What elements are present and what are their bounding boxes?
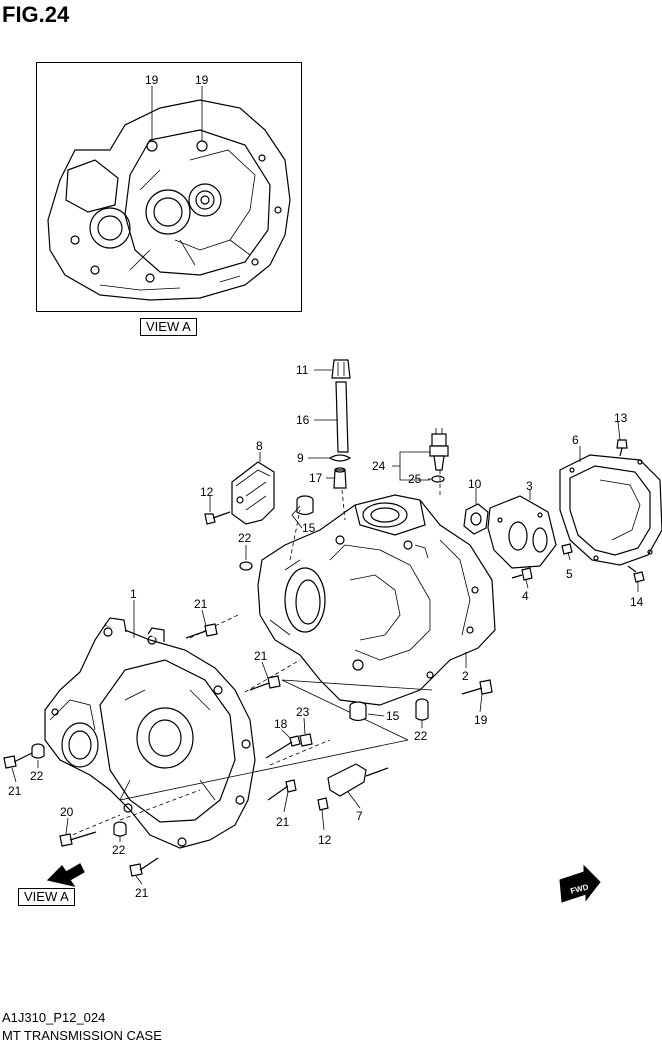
callout-label: 23 — [296, 705, 310, 719]
bracket-part-7 — [327, 763, 389, 797]
callout-label: 15 — [302, 521, 316, 535]
bracket-part-8 — [231, 461, 275, 525]
callout-label: 15 — [386, 709, 400, 723]
callout-label: 22 — [112, 843, 126, 857]
bolt-part-18 — [265, 735, 301, 759]
callout-label: 5 — [566, 567, 573, 581]
callout-label: 21 — [135, 886, 149, 900]
bolt-part-14 — [627, 565, 645, 583]
figure-code: A1J310_P12_024 — [2, 1010, 106, 1025]
callout-label: 4 — [522, 589, 529, 603]
section-indicator-lines — [119, 679, 433, 801]
callout-label: 16 — [296, 413, 310, 427]
fwd-arrow-icon: FWD — [559, 864, 601, 903]
bolt-part-19 — [461, 679, 493, 695]
bolt-part-20 — [59, 831, 97, 847]
callout-label: 20 — [60, 805, 74, 819]
figure-name: MT TRANSMISSION CASE — [2, 1028, 162, 1043]
bolt-part-5 — [561, 543, 573, 555]
callout-label: 1 — [130, 587, 137, 601]
dowel-pin-part-22 — [31, 743, 45, 759]
gasket-part-25 — [431, 475, 445, 483]
clutch-housing-part-1 — [44, 617, 256, 849]
callout-label: 24 — [372, 459, 386, 473]
callout-label: 14 — [630, 595, 644, 609]
plug-part-15 — [296, 495, 314, 516]
view-a-inset-frame — [36, 62, 302, 312]
side-cover-part-6 — [559, 454, 662, 566]
callout-label: 22 — [238, 531, 252, 545]
callout-label: 2 — [462, 669, 469, 683]
nut-part-23 — [299, 733, 313, 747]
bolt-part-21 — [267, 779, 297, 801]
clip-part-9 — [328, 454, 352, 462]
callout-label: 22 — [414, 729, 428, 743]
callout-label: 25 — [408, 472, 422, 486]
view-a-inset-label: VIEW A — [140, 318, 197, 336]
plate-part-3 — [487, 495, 557, 569]
dowel-pin-part-22 — [239, 561, 253, 571]
bolt-part-21 — [185, 623, 218, 639]
bolt-part-21 — [129, 857, 159, 877]
dowel-pin-part-22 — [113, 821, 127, 837]
inset-callout: 19 — [145, 73, 159, 87]
callout-label: 3 — [526, 479, 533, 493]
breather-cap-part-11 — [331, 359, 351, 379]
callout-leader-lines — [11, 369, 639, 885]
callout-label: 9 — [297, 451, 304, 465]
view-a-arrow-icon — [46, 863, 85, 887]
bolt-part-21 — [3, 751, 35, 769]
callout-label: 12 — [200, 485, 214, 499]
callout-label: 17 — [309, 471, 323, 485]
breather-pipe-part-17 — [333, 467, 347, 489]
view-a-arrow-label: VIEW A — [18, 888, 75, 906]
figure-title: FIG.24 — [2, 2, 70, 27]
callout-label: 21 — [8, 784, 22, 798]
callout-label: 8 — [256, 439, 263, 453]
callout-label: 13 — [614, 411, 628, 425]
callout-label: 19 — [474, 713, 488, 727]
callout-label: 6 — [572, 433, 579, 447]
callout-label: 18 — [274, 717, 288, 731]
callout-label: 21 — [254, 649, 268, 663]
bolt-part-12 — [317, 797, 329, 811]
breather-hose-part-16 — [335, 381, 349, 453]
callout-label: 12 — [318, 833, 332, 847]
inset-housing-drawing — [47, 99, 291, 301]
callout-label: 21 — [194, 597, 208, 611]
callout-label: 21 — [276, 815, 290, 829]
back-up-lamp-switch-part-24 — [429, 428, 449, 471]
callout-label: 10 — [468, 477, 482, 491]
gasket-part-10 — [463, 503, 489, 535]
bolt-part-21 — [249, 675, 281, 691]
dowel-pin-part-22 — [415, 698, 429, 721]
plug-part-15 — [349, 701, 367, 722]
bolt-part-4 — [511, 567, 533, 581]
transmission-case-part-2 — [257, 494, 496, 706]
callout-label: 22 — [30, 769, 44, 783]
inset-callout: 19 — [195, 73, 209, 87]
bolt-part-12 — [204, 511, 231, 525]
callout-label: 7 — [356, 809, 363, 823]
callout-label: 11 — [296, 363, 309, 377]
bolt-part-13 — [616, 439, 628, 457]
